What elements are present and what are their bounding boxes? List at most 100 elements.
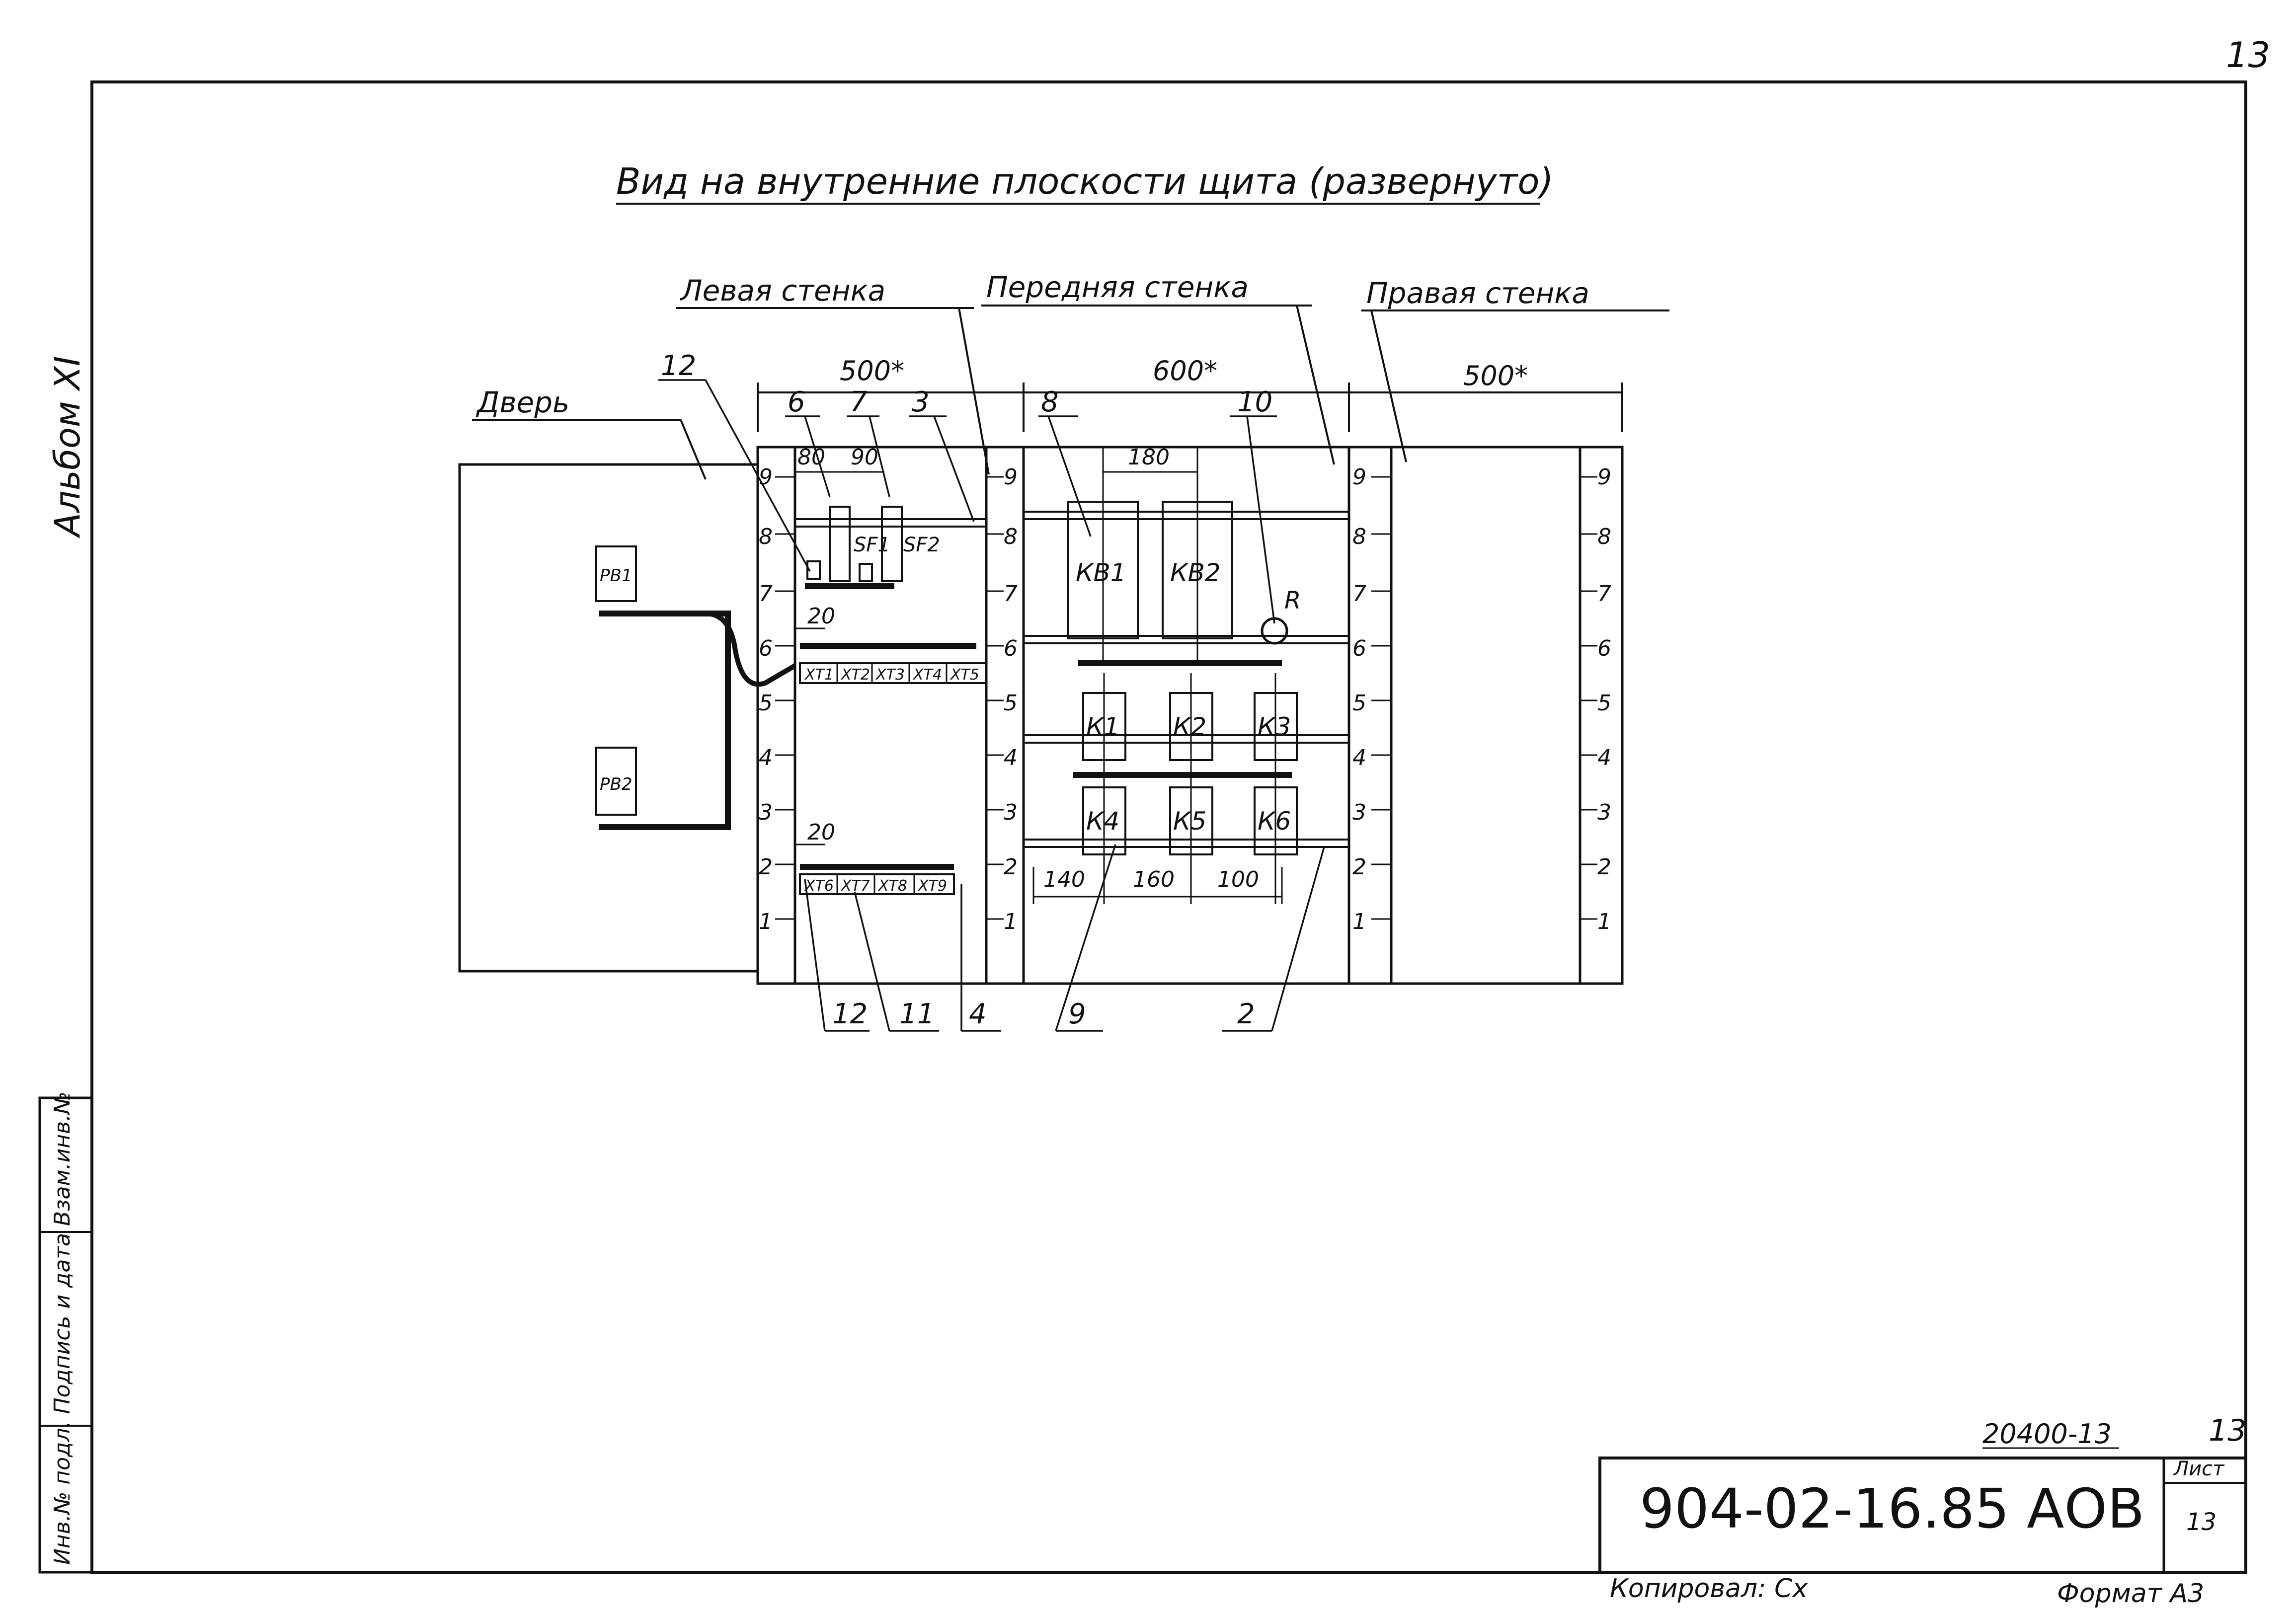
terminal-xt8: ХТ8 [877,877,907,895]
left-wall-rails [795,518,986,870]
terminal-strip-bottom: ХТ6 ХТ7 ХТ8 ХТ9 [799,873,955,895]
title-block-sheet-value: 13 [2186,1508,2217,1536]
door-device-rv1 [595,545,637,602]
contactor-k3: К3 [1254,673,1298,775]
dim-80: 80 [797,445,825,470]
callout-9: 9 [1068,998,1086,1030]
dim-20-top: 20 [807,604,835,629]
front-wall-rails [1024,511,1349,848]
callout-12-top: 12 [661,350,696,382]
svg-text:4: 4 [1597,745,1611,770]
contactor-k2: К2 [1169,673,1213,775]
door-device-rv2 [595,747,637,816]
svg-text:6: 6 [759,636,773,661]
overall-dimensions [757,383,1623,432]
svg-text:7: 7 [759,581,773,607]
svg-text:3: 3 [1004,800,1018,825]
callout-4: 4 [969,998,987,1030]
left-wall-label: Левая стенка [680,274,885,307]
front-width-dim: 600* [1153,355,1217,386]
scale-left-wall: 9 8 7 6 5 4 3 2 1 [759,464,773,934]
terminal-xt9: ХТ9 [917,877,947,895]
relay-kv1-label: КВ1 [1076,558,1126,587]
callout-2: 2 [1237,998,1255,1030]
svg-text:2: 2 [1004,854,1018,880]
front-wall-label: Передняя стенка [986,270,1249,304]
panel-walls [756,446,1624,985]
terminal-xt1: ХТ1 [804,666,834,684]
dim-140: 140 [1043,867,1085,892]
footer-format: Формат А3 [2057,1579,2204,1609]
svg-text:9: 9 [1004,464,1018,490]
footer-copied: Копировал: Сх [1610,1574,1808,1604]
side-stamp: Инв.№ подл. Подпись и дата Взам.инв.№ [38,1091,93,1574]
svg-text:7: 7 [1352,581,1366,607]
title-block-sheet-top: 13 [2209,1413,2246,1448]
callout-10: 10 [1237,386,1272,418]
svg-text:3: 3 [1597,800,1611,825]
scale-ticks [775,476,1597,920]
svg-text:1: 1 [1004,909,1018,934]
page-number: 13 [2226,35,2270,76]
svg-text:2: 2 [759,854,773,880]
callout-3: 3 [912,386,930,418]
dim-90: 90 [851,445,878,470]
title-block-number: 20400-13 [1982,1418,2112,1450]
fuse-holder-2 [859,563,873,582]
title-block-code: 904-02-16.85 АОВ [1640,1477,2144,1540]
breaker-sf2: SF2 [881,506,940,582]
stamp-text: Инв.№ подл. Подпись и дата Взам.инв.№ [50,1091,75,1565]
svg-text:9: 9 [759,464,773,490]
label-leaders [680,305,1407,480]
svg-text:6: 6 [1352,636,1366,661]
album-label: Альбом XI [47,356,88,538]
contactor-k1: К1 [1082,673,1126,775]
svg-text:7: 7 [1597,581,1611,607]
door-label: Дверь [475,385,569,419]
contactor-k3-label: К3 [1258,712,1291,741]
title-block-sheet-label: Лист [2173,1458,2225,1480]
terminal-xt4: ХТ4 [912,666,942,684]
relay-kv2: КВ2 [1162,447,1233,661]
callout-12-bottom: 12 [832,998,868,1030]
contactor-k5: К5 [1169,775,1213,904]
svg-text:5: 5 [1004,691,1018,716]
svg-text:4: 4 [759,745,773,770]
left-wall-dims [795,471,884,845]
resistor-r: R [1261,587,1301,645]
contactor-k6-label: К6 [1258,807,1291,836]
dim-20-bottom: 20 [807,820,835,845]
svg-text:8: 8 [1352,524,1366,549]
svg-text:8: 8 [1004,524,1018,549]
terminal-xt3: ХТ3 [875,666,905,684]
svg-text:1: 1 [1597,909,1611,934]
svg-text:9: 9 [1352,464,1366,490]
drawing-frame [90,80,2247,1574]
svg-text:8: 8 [759,524,773,549]
scale-front-left: 9 8 7 6 5 4 3 2 1 [1004,464,1018,934]
callout-11: 11 [899,998,935,1030]
door-device-rv2-label: РВ2 [600,774,632,794]
svg-text:1: 1 [1352,909,1366,934]
svg-text:6: 6 [1597,636,1611,661]
breaker-sf1: SF1 [829,506,890,582]
svg-text:9: 9 [1597,464,1611,490]
svg-text:7: 7 [1004,581,1018,607]
svg-text:2: 2 [1597,854,1611,880]
dim-160: 160 [1133,867,1175,892]
relay-kv2-label: КВ2 [1170,558,1221,587]
svg-text:4: 4 [1352,745,1366,770]
terminal-xt2: ХТ2 [840,666,870,684]
svg-text:4: 4 [1004,745,1018,770]
resistor-r-label: R [1284,587,1301,614]
contactor-k4-label: К4 [1086,807,1119,836]
title-block: 20400-13 13 Лист 13 904-02-16.85 АОВ [1598,1413,2247,1574]
scale-right-wall: 9 8 7 6 5 4 3 2 1 [1597,464,1611,934]
door-panel: РВ1 РВ2 [458,463,796,973]
svg-text:5: 5 [759,691,773,716]
contactor-k6: К6 [1254,775,1298,904]
door-cable [599,611,731,830]
dim-100: 100 [1217,867,1259,892]
svg-text:5: 5 [1352,691,1366,716]
